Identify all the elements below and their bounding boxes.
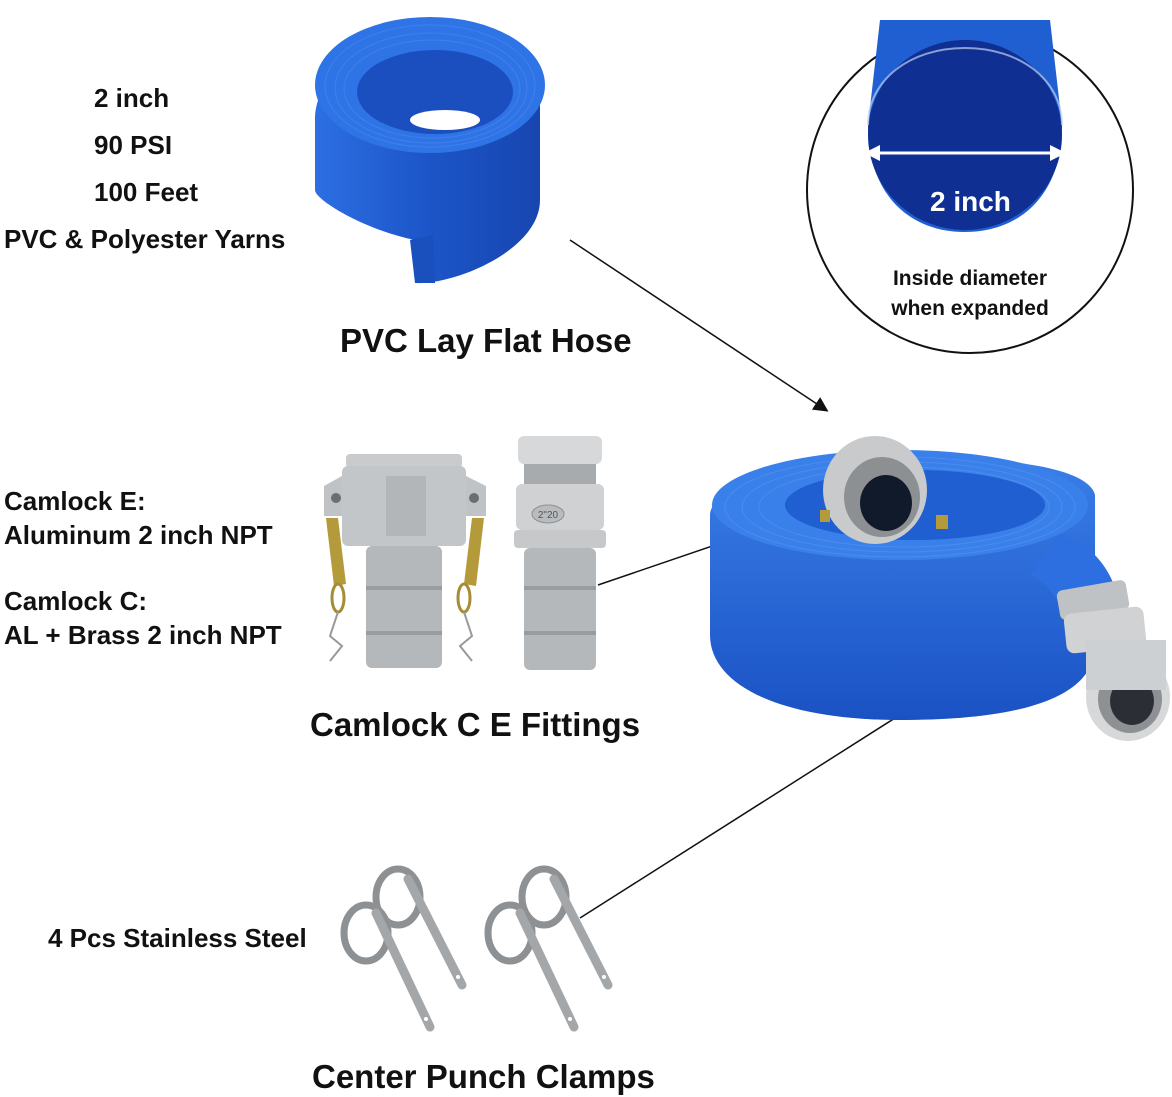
- camlock-e-title: Camlock E:: [4, 486, 146, 516]
- diameter-caption-line2: when expanded: [891, 297, 1049, 320]
- camlock-e-fitting-image: 2"20: [514, 436, 606, 670]
- camlock-c-title: Camlock C:: [4, 586, 148, 616]
- spec-size: 2 inch: [94, 83, 170, 113]
- diameter-caption: Inside diameter when expanded: [880, 264, 1060, 324]
- spec-material: PVC & Polyester Yarns: [4, 224, 286, 254]
- spec-length: 100 Feet: [94, 177, 199, 207]
- flat-hose-coil-image: [315, 17, 545, 284]
- fitting-stamp-text: 2"20: [538, 510, 559, 521]
- clamps-label: 4 Pcs Stainless Steel: [48, 923, 307, 953]
- clamps-image: [340, 865, 613, 1032]
- diameter-callout-circle: [806, 20, 1134, 354]
- hose-title: PVC Lay Flat Hose: [340, 322, 632, 359]
- camlock-c-label: Camlock C: AL + Brass 2 inch NPT: [4, 585, 282, 653]
- camlock-e-label: Camlock E: Aluminum 2 inch NPT: [4, 485, 273, 553]
- camlock-section-title: Camlock C E Fittings: [310, 706, 641, 743]
- diameter-value: 2 inch: [930, 186, 1011, 217]
- camlock-c-desc: AL + Brass 2 inch NPT: [4, 619, 282, 650]
- clamps-title: Center Punch Clamps: [312, 1058, 655, 1095]
- camlock-e-desc: Aluminum 2 inch NPT: [4, 519, 273, 550]
- spec-pressure: 90 PSI: [94, 130, 173, 160]
- diameter-caption-line1: Inside diameter: [892, 267, 1048, 290]
- camlock-c-fitting-image: [324, 454, 486, 668]
- hose-assembly-image: [710, 436, 1170, 741]
